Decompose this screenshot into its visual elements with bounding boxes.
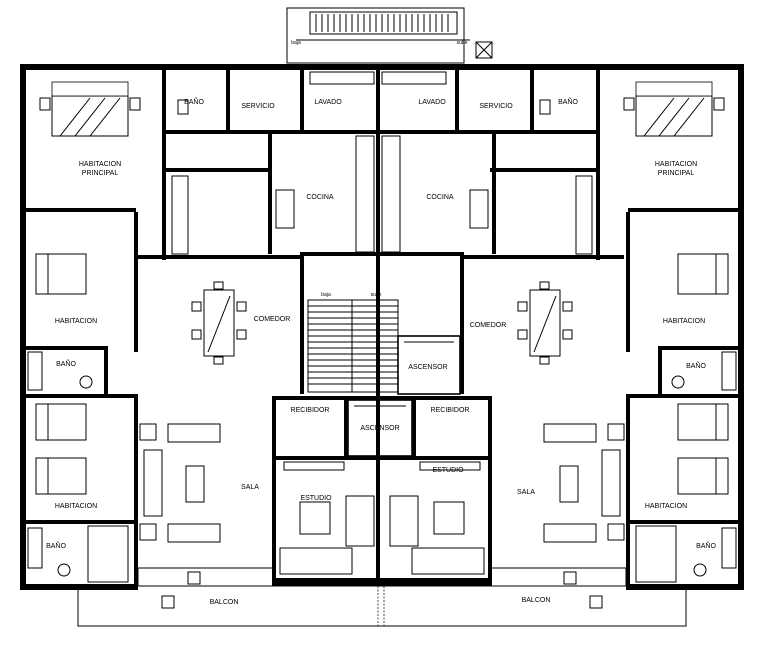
master-bed-left	[39, 81, 141, 137]
label-bano-bottom-right: BAÑO	[696, 541, 716, 550]
roof-stair-sube-label: sube	[457, 40, 468, 46]
sofa-set-right	[543, 423, 625, 543]
interior-walls	[26, 70, 738, 584]
master-bed-right	[623, 81, 725, 137]
planters	[161, 571, 603, 609]
label-habitacion-right-1: HABITACION	[663, 318, 705, 325]
label-recibidor-right: RECIBIDOR	[431, 407, 470, 414]
closets	[87, 175, 677, 583]
label-bano-top-left: BAÑO	[184, 97, 204, 106]
bed-right-2	[677, 403, 729, 495]
label-cocina-right: COCINA	[426, 194, 454, 201]
bed-left-1	[35, 253, 87, 295]
label-estudio-left: ESTUDIO	[300, 495, 332, 502]
label-servicio-left: SERVICIO	[241, 103, 275, 110]
label-habitacion-left-1: HABITACION	[55, 318, 97, 325]
label-bano-top-right: BAÑO	[558, 97, 578, 106]
label-comedor-right: COMEDOR	[470, 322, 507, 329]
label-bano-bottom-left: BAÑO	[46, 541, 66, 550]
sofa-set-left	[139, 423, 221, 543]
label-ascensor-2: ASCENSOR	[360, 425, 399, 432]
label-estudio-right: ESTUDIO	[432, 467, 464, 474]
exterior-walls	[20, 64, 744, 590]
label-recibidor-left: RECIBIDOR	[291, 407, 330, 414]
label-lavado-right: LAVADO	[418, 99, 446, 106]
label-balcon-left: BALCON	[210, 599, 239, 606]
roof-stair-baja-label: baja	[291, 40, 301, 46]
bed-left-2	[35, 403, 87, 495]
main-staircase: baja sube	[307, 292, 399, 393]
label-cocina-left: COCINA	[306, 194, 334, 201]
stair-baja-label: baja	[321, 292, 331, 298]
label-bano-mid-right: BAÑO	[686, 361, 706, 370]
label-servicio-right: SERVICIO	[479, 103, 513, 110]
bed-right-1	[677, 253, 729, 295]
label-bano-mid-left: BAÑO	[56, 359, 76, 368]
label-balcon-right: BALCON	[522, 597, 551, 604]
label-lavado-left: LAVADO	[314, 99, 342, 106]
dining-table-left	[191, 281, 247, 365]
label-sala-left: SALA	[241, 484, 259, 491]
kitchen-counters	[275, 71, 489, 253]
label-ascensor-1: ASCENSOR	[408, 364, 447, 371]
stair-sube-label: sube	[371, 292, 382, 298]
label-habitacion-right-2: HABITACION	[645, 503, 687, 510]
label-comedor-left: COMEDOR	[254, 316, 291, 323]
balcony	[77, 567, 687, 627]
label-habitacion-left-2: HABITACION	[55, 503, 97, 510]
room-labels: BAÑO SERVICIO LAVADO LAVADO SERVICIO BAÑ…	[46, 97, 716, 606]
study-furniture-left	[279, 461, 375, 575]
study-furniture-right	[389, 461, 485, 575]
label-sala-right: SALA	[517, 489, 535, 496]
dining-table-right	[517, 281, 573, 365]
bath-fixtures	[27, 99, 737, 577]
roof-stair: baja sube	[286, 7, 493, 64]
